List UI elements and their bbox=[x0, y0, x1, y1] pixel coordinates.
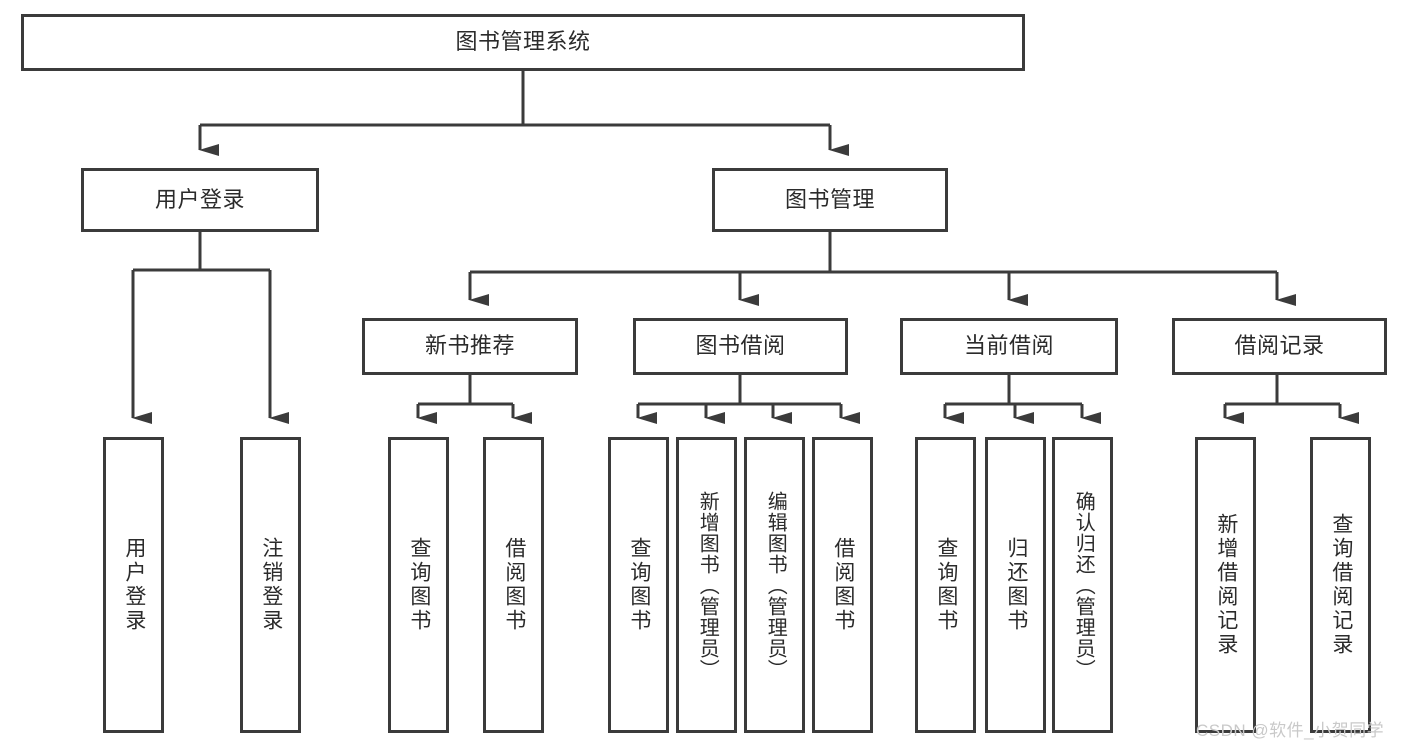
node-label: 新书推荐 bbox=[424, 333, 515, 359]
node-label: 借阅图书 bbox=[831, 537, 855, 633]
node-label: 借阅图书 bbox=[502, 537, 526, 633]
node-label: 图书管理 bbox=[784, 186, 875, 212]
leaf-record-query-record[interactable]: 查询借阅记录 bbox=[1310, 437, 1371, 733]
node-label: 查询图书 bbox=[934, 537, 958, 633]
node-book-management[interactable]: 图书管理 bbox=[712, 168, 948, 232]
leaf-borrow-edit-book-admin[interactable]: 编辑图书（管理员） bbox=[744, 437, 805, 733]
node-label: 新增借阅记录 bbox=[1214, 513, 1238, 657]
node-label: 借阅记录 bbox=[1234, 333, 1325, 359]
leaf-record-add-record[interactable]: 新增借阅记录 bbox=[1195, 437, 1256, 733]
node-root-book-management-system[interactable]: 图书管理系统 bbox=[21, 14, 1025, 71]
node-current-borrow[interactable]: 当前借阅 bbox=[900, 318, 1118, 375]
node-label: 确认归还（管理员） bbox=[1072, 490, 1095, 680]
node-label: 注销登录 bbox=[259, 537, 283, 633]
csdn-watermark: CSDN @软件_小贺同学 bbox=[1196, 716, 1384, 741]
node-book-borrow[interactable]: 图书借阅 bbox=[633, 318, 848, 375]
node-borrow-record[interactable]: 借阅记录 bbox=[1172, 318, 1387, 375]
node-label: 编辑图书（管理员） bbox=[764, 490, 787, 680]
node-label: 新增图书（管理员） bbox=[696, 490, 719, 680]
leaf-borrow-borrow-book[interactable]: 借阅图书 bbox=[812, 437, 873, 733]
node-user-login[interactable]: 用户登录 bbox=[81, 168, 319, 232]
node-label: 查询借阅记录 bbox=[1329, 513, 1353, 657]
node-label: 查询图书 bbox=[407, 537, 431, 633]
watermark-text: CSDN @软件_小贺同学 bbox=[1196, 721, 1385, 740]
node-label: 归还图书 bbox=[1004, 537, 1028, 633]
leaf-newbook-query-book[interactable]: 查询图书 bbox=[388, 437, 449, 733]
node-label: 图书借阅 bbox=[695, 333, 786, 359]
leaf-current-confirm-return-admin[interactable]: 确认归还（管理员） bbox=[1052, 437, 1113, 733]
node-label: 图书管理系统 bbox=[455, 29, 591, 55]
leaf-newbook-borrow-book[interactable]: 借阅图书 bbox=[483, 437, 544, 733]
leaf-current-query-book[interactable]: 查询图书 bbox=[915, 437, 976, 733]
node-label: 当前借阅 bbox=[963, 333, 1054, 359]
node-label: 查询图书 bbox=[627, 537, 651, 633]
leaf-borrow-add-book-admin[interactable]: 新增图书（管理员） bbox=[676, 437, 737, 733]
node-label: 用户登录 bbox=[122, 537, 146, 633]
leaf-borrow-query-book[interactable]: 查询图书 bbox=[608, 437, 669, 733]
leaf-user-login-signout[interactable]: 注销登录 bbox=[240, 437, 301, 733]
leaf-current-return-book[interactable]: 归还图书 bbox=[985, 437, 1046, 733]
node-new-book-recommend[interactable]: 新书推荐 bbox=[362, 318, 578, 375]
node-label: 用户登录 bbox=[154, 186, 245, 212]
leaf-user-login-signin[interactable]: 用户登录 bbox=[103, 437, 164, 733]
